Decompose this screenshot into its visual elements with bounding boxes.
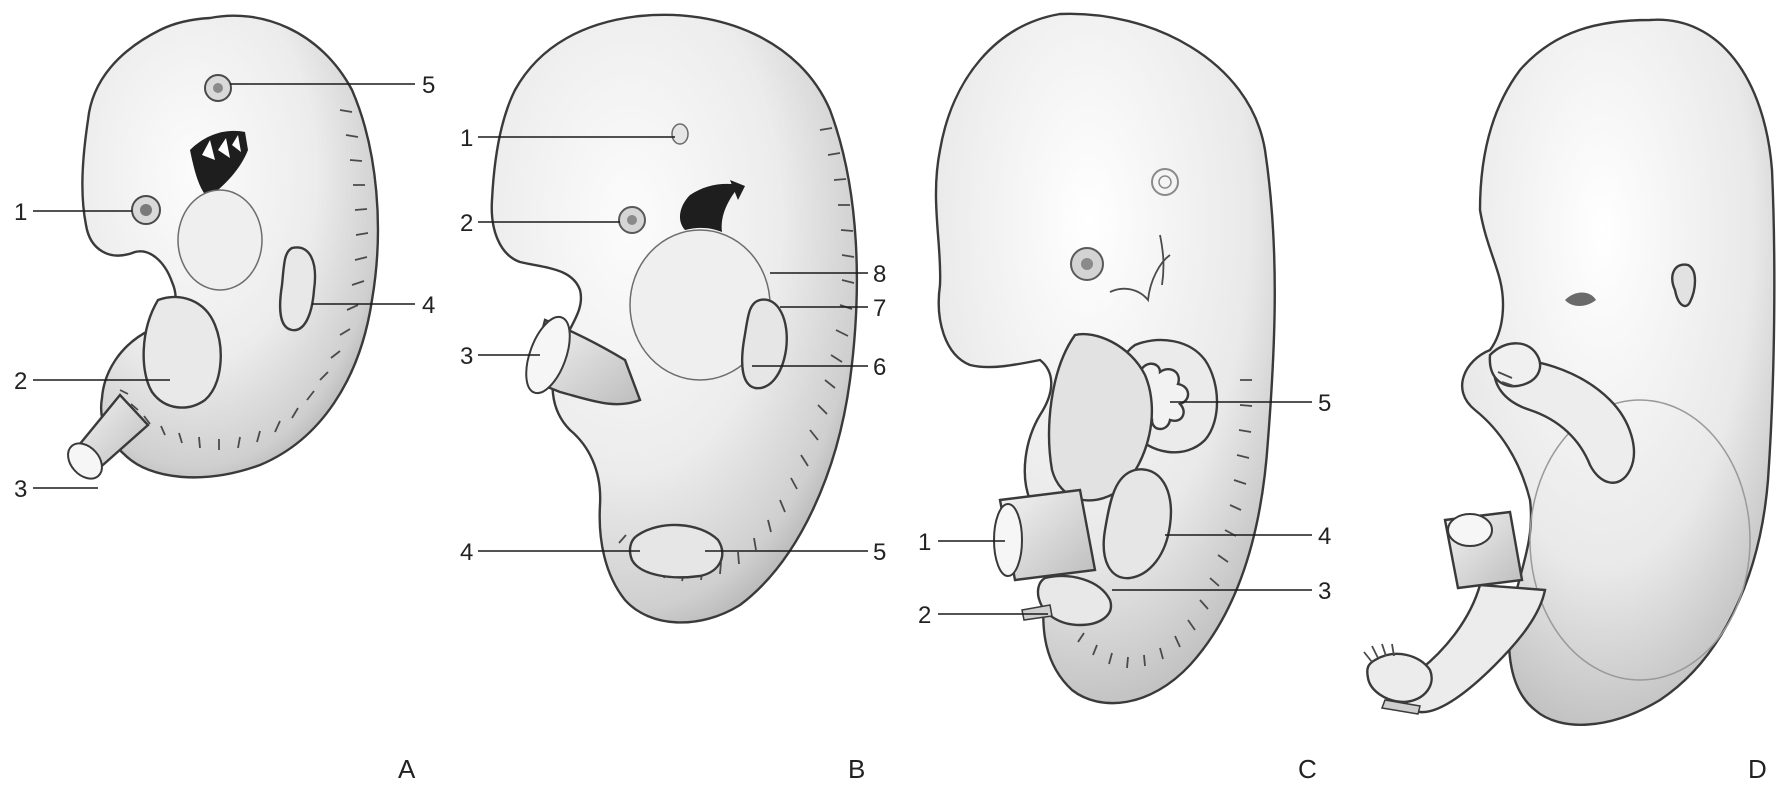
callout-label: 3 — [1318, 578, 1331, 605]
callout-label: 5 — [1318, 390, 1331, 417]
callout-label: 5 — [873, 539, 886, 566]
callout-label: 1 — [460, 125, 473, 152]
callout-label: 5 — [422, 72, 435, 99]
embryo-b — [492, 15, 857, 623]
panel-label: D — [1748, 754, 1767, 784]
panel-label: A — [398, 754, 416, 784]
callout-label: 8 — [873, 261, 886, 288]
callout-label: 4 — [422, 292, 435, 319]
callout-label: 2 — [14, 368, 27, 395]
callout-label: 2 — [918, 602, 931, 629]
embryo-a — [61, 16, 378, 486]
callout-label: 6 — [873, 354, 886, 381]
panel-d: D — [1364, 20, 1774, 784]
callout-label: 2 — [460, 210, 473, 237]
panel-a: 1 2 3 4 5 A — [14, 16, 435, 784]
panel-label: C — [1298, 754, 1317, 784]
callout-label: 4 — [1318, 523, 1331, 550]
callout-label: 3 — [460, 343, 473, 370]
callout-label: 4 — [460, 539, 473, 566]
fetus-d — [1364, 20, 1774, 725]
embryo-c — [936, 14, 1275, 703]
callout-label: 1 — [14, 199, 27, 226]
callout-label: 7 — [873, 295, 886, 322]
panel-label: B — [848, 754, 865, 784]
panel-c: 1 2 3 4 5 C — [918, 14, 1331, 784]
panel-b: 1 2 3 4 5 6 7 8 B — [460, 15, 886, 784]
callout-label: 3 — [14, 476, 27, 503]
callout-label: 1 — [918, 529, 931, 556]
